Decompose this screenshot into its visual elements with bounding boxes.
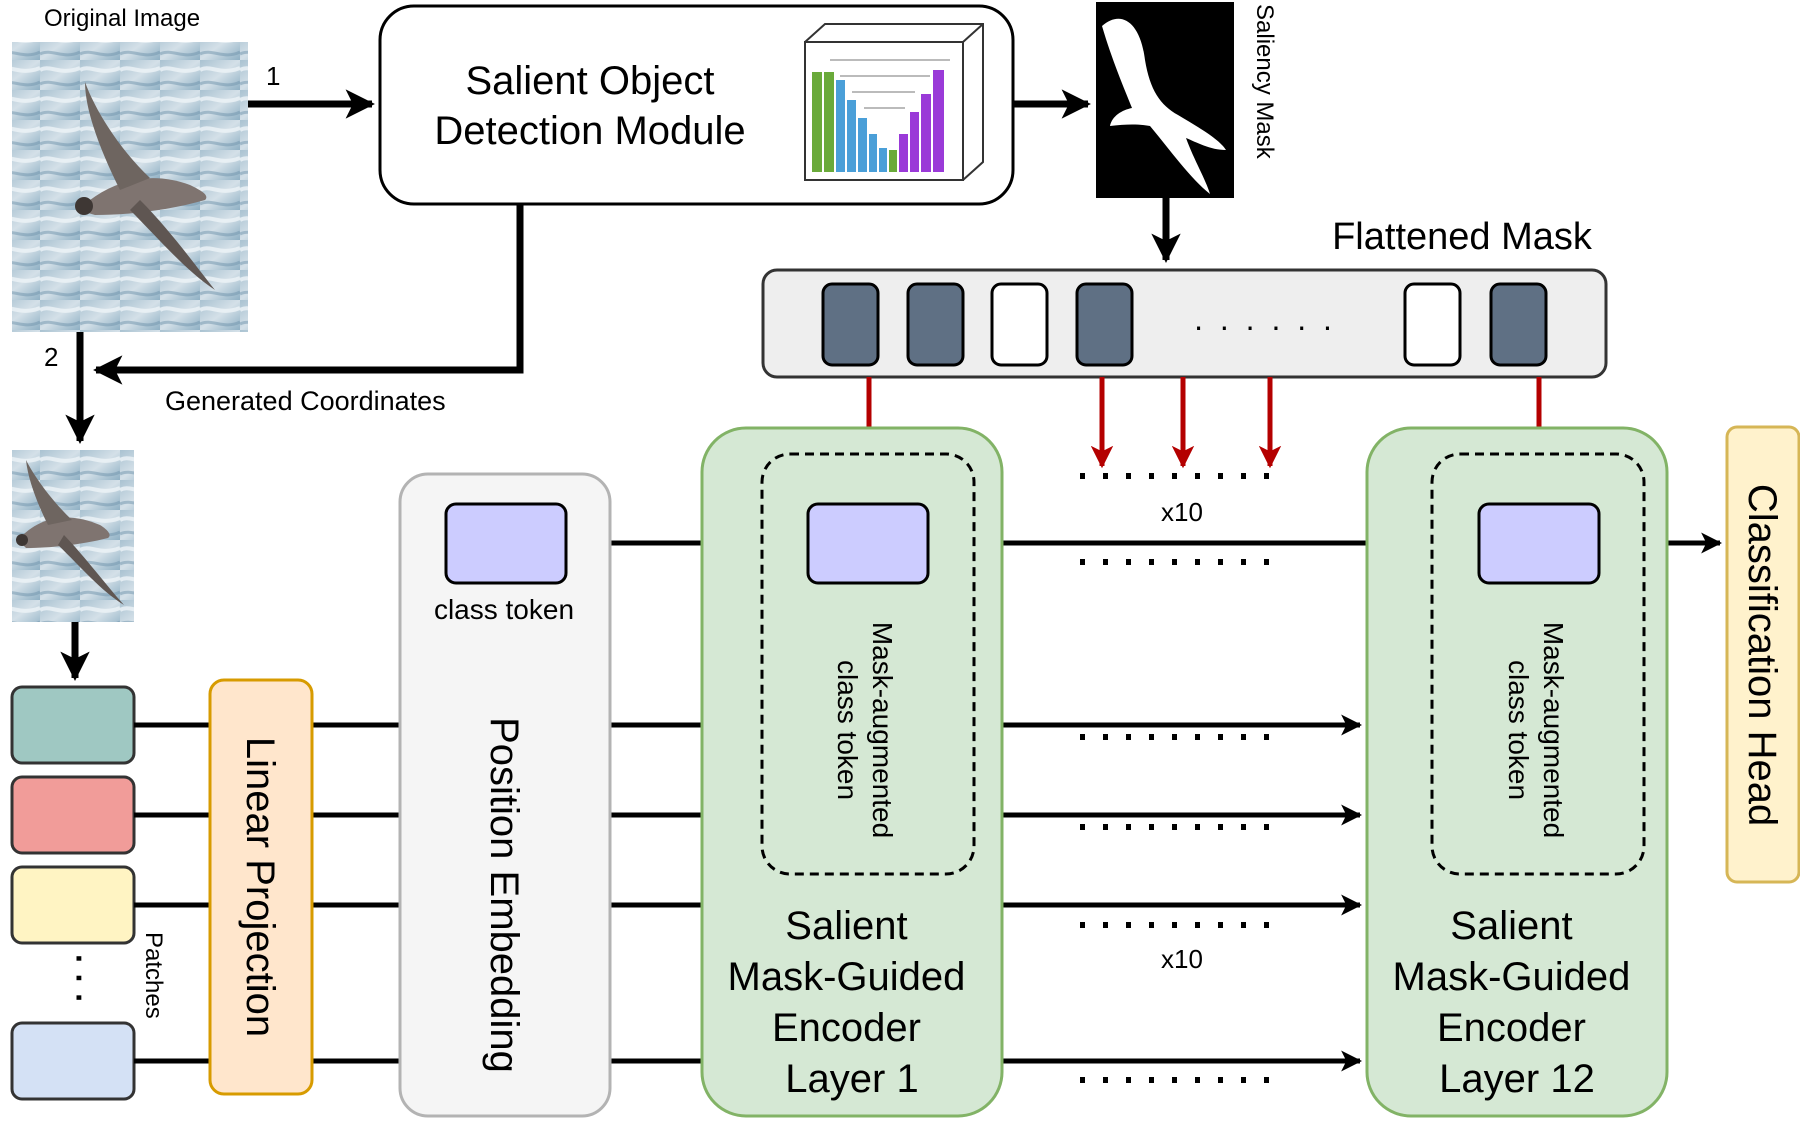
repeat-bottom-label: x10 [1161,944,1203,974]
repeat-dots [1080,473,1285,1083]
encoder-layer-1-class-token [806,502,930,585]
generated-coordinates-label: Generated Coordinates [165,386,446,416]
class-token-label: class token [434,594,574,625]
mask-token-white [990,282,1049,367]
mask-token-dark [1489,282,1548,367]
patch-1 [10,685,136,765]
coordinates-path [93,204,524,385]
encoder-layer-12-mask-aug-line2: class token [1503,660,1534,800]
classification-head-block [1725,425,1800,884]
mask-token-white [1403,282,1462,367]
encoder-layer-12-mask-aug-line1: Mask-augmented [1538,622,1569,838]
encoder-layer-12-dashed-region [1430,452,1646,876]
repeat-top-label: x10 [1161,497,1203,527]
patch-n [10,1021,136,1101]
unet-network-icon [804,23,984,181]
classification-head-label: Classification Head [1740,484,1784,826]
patches-ellipsis: · · · [61,954,97,1004]
step-2-label: 2 [44,342,58,372]
mask-token-dark [1075,282,1134,367]
cropped-bird-photo-icon [12,450,134,622]
patch-3 [10,865,136,945]
bird-silhouette-mask-icon [1096,2,1234,198]
encoder-layer-1-mask-aug-line2: class token [832,660,863,800]
bird-photo-icon [12,42,248,332]
encoder-layer-12-class-token [1477,502,1601,585]
class-token-box [444,502,568,585]
saliency-mask-label: Saliency Mask [1251,4,1278,160]
encoder-layer-1-title: Salient Mask-Guided Encoder Layer 1 [728,904,977,1101]
position-embedding-label: Position Embedding [482,717,526,1073]
encoder-layer-12-block [1365,426,1669,1118]
linear-projection-label: Linear Projection [238,737,282,1037]
step-1-label: 1 [266,61,280,91]
sod-title-line2: Detection Module [434,109,745,153]
sod-title-line1: Salient Object [465,59,714,103]
flattened-mask-tokens [821,282,1548,367]
flattened-mask-label: Flattened Mask [1332,216,1593,258]
encoder-layer-12-title: Salient Mask-Guided Encoder Layer 12 [1393,904,1642,1101]
mask-ellipsis: . . . . . . [1194,301,1336,337]
flattened-mask-strip [761,268,1608,379]
position-embedding-block [398,472,612,1118]
encoder-layer-1-dashed-region [760,452,976,876]
linear-projection-block [208,678,314,1096]
mask-token-dark [906,282,965,367]
patches-label: Patches [140,932,167,1019]
mask-token-dark [821,282,880,367]
encoder-layer-1-mask-aug-line1: Mask-augmented [867,622,898,838]
encoder-to-encoder-arrows [1002,714,1363,1072]
patch-2 [10,775,136,855]
encoder-layer-1-block [700,426,1004,1118]
original-image-label: Original Image [44,5,200,32]
